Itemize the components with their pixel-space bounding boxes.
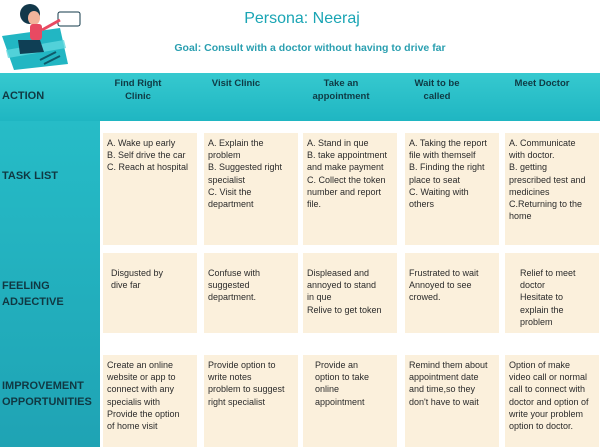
task-cell: A. Communicate with doctor. B. getting p… — [505, 133, 599, 245]
improvement-cell: Provide an option to take online appoint… — [303, 355, 397, 447]
feeling-cell: Displeased and annoyed to stand in que R… — [303, 253, 397, 333]
improvement-cell: Provide option to write notes problem to… — [204, 355, 298, 447]
feeling-cell: Frustrated to wait Annoyed to see crowed… — [405, 253, 499, 333]
stage-find-right-clinic: Find Right Clinic — [114, 78, 162, 102]
row-label-improvement: IMPROVEMENT OPPORTUNITIES — [2, 380, 92, 408]
task-cell: A. Explain the problem B. Suggested righ… — [204, 133, 298, 245]
feeling-cell: Confuse with suggested department. — [204, 253, 298, 333]
row-label-action: ACTION — [2, 90, 45, 102]
persona-illustration — [2, 4, 81, 70]
task-cell: A. Taking the report file with themself … — [405, 133, 499, 245]
stage-wait-to-be-called: Wait to be called — [414, 78, 460, 102]
persona-goal: Goal: Consult with a doctor without havi… — [174, 42, 446, 54]
improvement-cell: Option of make video call or normal call… — [505, 355, 599, 447]
stage-meet-doctor: Meet Doctor — [514, 78, 570, 89]
feeling-cell: Disgusted by dive far — [103, 253, 197, 333]
stage-take-appointment: Take an appointment — [312, 78, 370, 102]
persona-title: Persona: Neeraj — [244, 10, 360, 27]
stage-header-band — [0, 73, 600, 121]
row-label-task-list: TASK LIST — [2, 170, 59, 182]
improvement-cell: Remind them about appointment date and t… — [405, 355, 499, 447]
task-cell: A. Wake up early B. Self drive the car C… — [103, 133, 197, 245]
feeling-cell: Relief to meet doctor Hesitate to explai… — [505, 253, 599, 333]
stage-visit-clinic: Visit Clinic — [211, 78, 261, 89]
row-label-band — [0, 121, 100, 447]
improvement-cell: Create an online website or app to conne… — [103, 355, 197, 447]
task-cell: A. Stand in que B. take appointment and … — [303, 133, 397, 245]
row-label-feeling: FEELING ADJECTIVE — [2, 280, 64, 308]
